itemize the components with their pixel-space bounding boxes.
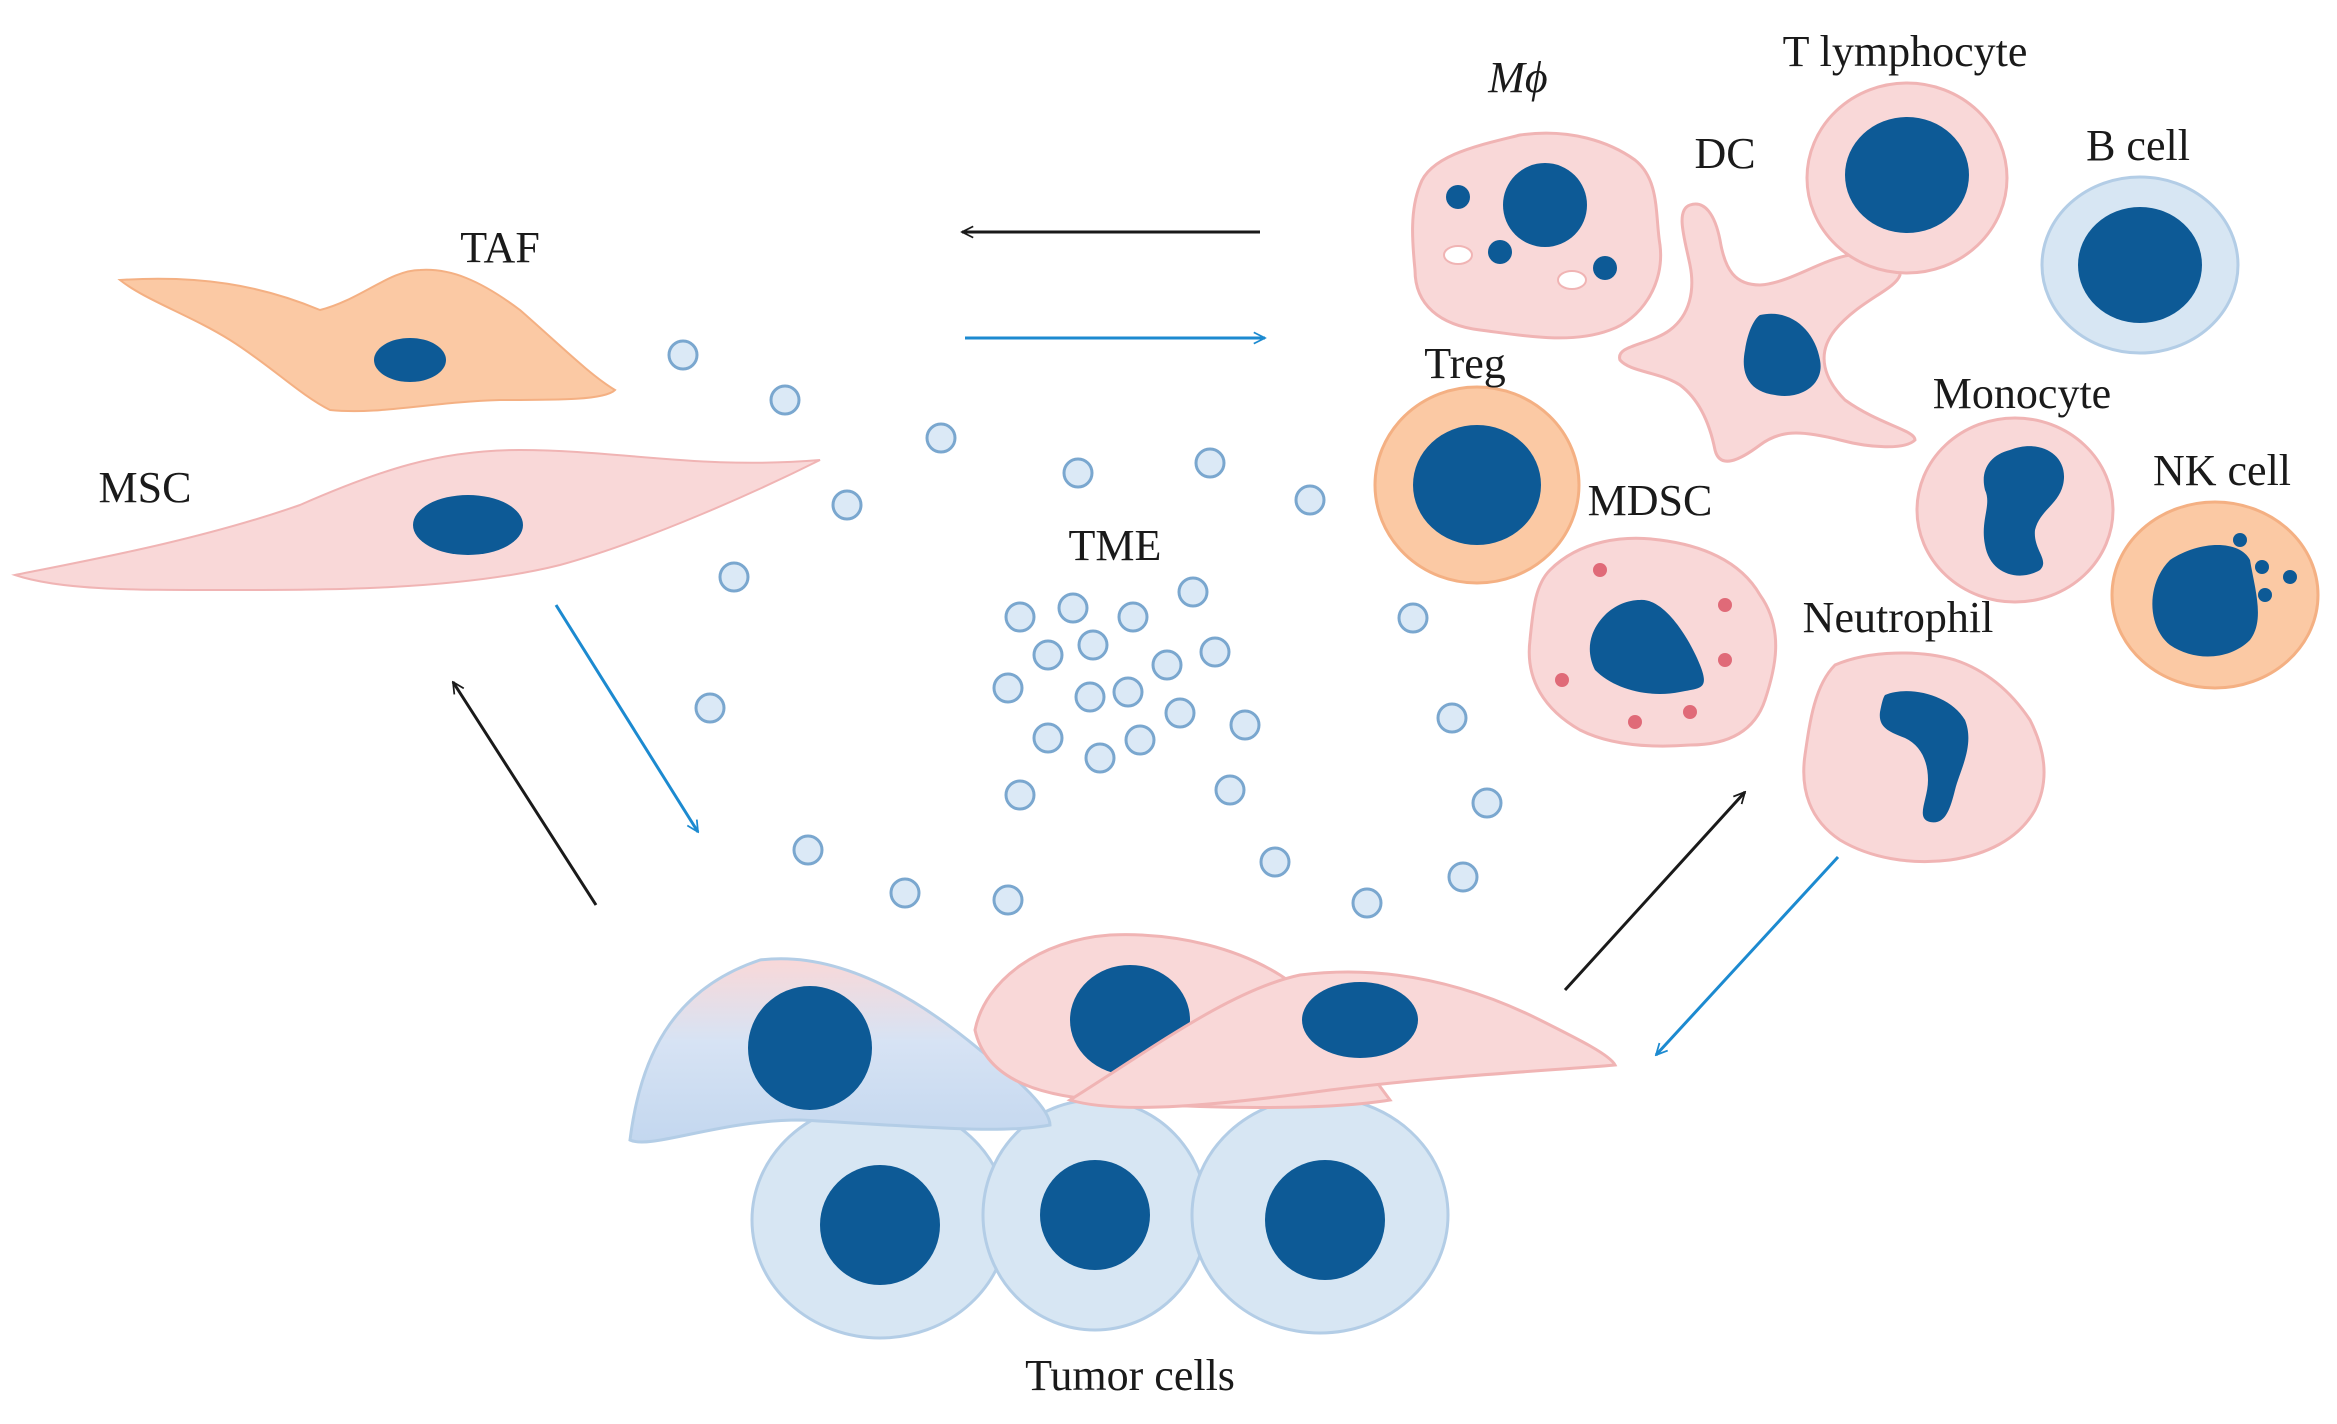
tumor-cell-round-2 — [981, 1098, 1209, 1332]
cytokine-dot — [1112, 676, 1144, 708]
cytokine-dot — [1164, 697, 1196, 729]
label-msc: MSC — [99, 463, 192, 512]
cytokine-dot — [1074, 681, 1106, 713]
tumor-cell-round-3 — [1190, 1095, 1450, 1335]
t-lymphocyte-cell — [1805, 81, 2009, 275]
cytokine-dot — [1151, 649, 1183, 681]
cytokine-dot — [1436, 702, 1468, 734]
cytokine-dot — [1077, 629, 1109, 661]
label-macrophage: Mϕ — [1487, 53, 1547, 102]
cytokine-dot — [1194, 447, 1226, 479]
cytokine-dot — [667, 339, 699, 371]
cytokine-dot — [1447, 861, 1479, 893]
neutrophil-cell — [1802, 651, 2046, 864]
label-taf: TAF — [460, 223, 540, 272]
cytokine-dot — [1351, 887, 1383, 919]
cytokine-dot — [1199, 636, 1231, 668]
cytokine-dot — [769, 384, 801, 416]
cytokine-dot — [992, 672, 1024, 704]
nk-cell — [2110, 500, 2320, 690]
cytokine-dot — [1229, 709, 1261, 741]
b-cell — [2040, 175, 2240, 355]
macrophage-cell — [1411, 131, 1663, 340]
cytokine-dot — [1177, 576, 1209, 608]
cytokine-dot — [1259, 846, 1291, 878]
cytokine-dot — [1004, 601, 1036, 633]
label-nk-cell: NK cell — [2153, 446, 2291, 495]
tme-cytokine-dots — [667, 339, 1503, 919]
arrows — [451, 232, 1840, 1055]
monocyte-cell — [1915, 416, 2115, 604]
cytokine-dot — [718, 561, 750, 593]
cytokine-dot — [1084, 742, 1116, 774]
label-monocyte: Monocyte — [1933, 369, 2111, 418]
dendritic-cell — [1618, 202, 1917, 463]
tumor-cell-spindle-right — [1066, 970, 1618, 1109]
mdsc-granules — [1555, 563, 1732, 729]
arrow-immune-to-tumor — [1656, 855, 1840, 1055]
cytokine-dot — [992, 884, 1024, 916]
label-tumor-cells: Tumor cells — [1025, 1351, 1235, 1400]
label-tme: TME — [1069, 521, 1162, 570]
cytokine-dot — [1124, 724, 1156, 756]
arrow-tumor-to-immune — [1563, 792, 1745, 992]
tumor-cell-spindle-left — [628, 957, 1052, 1144]
cytokine-dot — [1471, 787, 1503, 819]
cytokine-dot — [1214, 774, 1246, 806]
cytokine-dot — [1294, 484, 1326, 516]
tumor-cell-round-1 — [750, 1100, 1010, 1340]
cytokine-dot — [1004, 779, 1036, 811]
cytokine-dot — [1057, 592, 1089, 624]
cytokine-dot — [792, 834, 824, 866]
arrow-msc-to-tumor — [554, 604, 700, 832]
cytokine-dot — [925, 422, 957, 454]
cytokine-dot — [1062, 457, 1094, 489]
mdsc-cell — [1527, 536, 1778, 748]
taf-cell — [117, 268, 617, 413]
cytokine-dot — [831, 489, 863, 521]
cytokine-dot — [694, 692, 726, 724]
treg-cell — [1373, 385, 1581, 585]
cytokine-dot — [1117, 601, 1149, 633]
label-t-lymphocyte: T lymphocyte — [1783, 27, 2028, 76]
tumor-cells-cluster — [628, 933, 1618, 1340]
cytokine-dot — [1032, 722, 1064, 754]
label-neutrophil: Neutrophil — [1803, 593, 1994, 642]
arrow-tumor-to-msc — [451, 682, 598, 906]
label-b-cell: B cell — [2086, 121, 2190, 170]
cytokine-dot — [889, 877, 921, 909]
cytokine-dot — [1397, 602, 1429, 634]
label-treg: Treg — [1424, 339, 1506, 388]
msc-cell — [11, 448, 821, 591]
label-dc: DC — [1694, 129, 1755, 178]
label-mdsc: MDSC — [1588, 476, 1713, 525]
cytokine-dot — [1032, 639, 1064, 671]
nk-granules — [2233, 533, 2297, 602]
